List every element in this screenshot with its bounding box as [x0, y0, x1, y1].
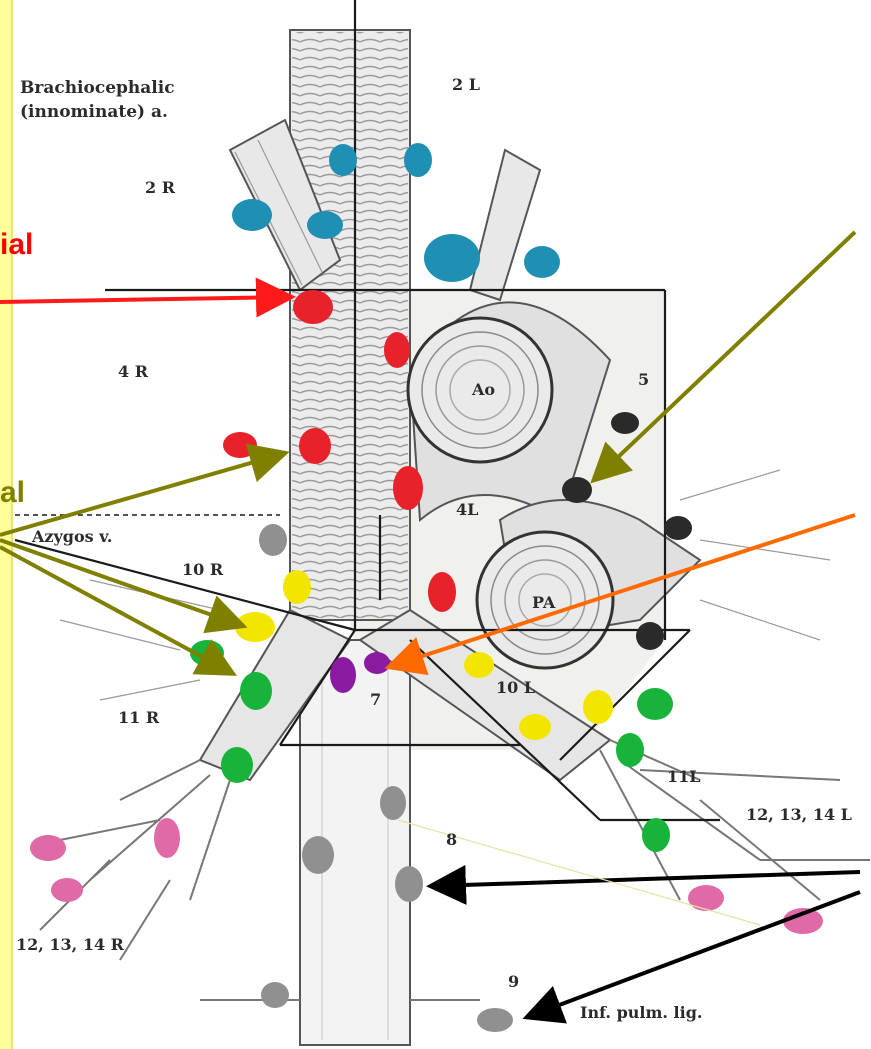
station-2L-label: 2 L — [452, 75, 480, 94]
station-10L-label: 10 L — [496, 678, 535, 697]
red-callout-text: ial — [0, 228, 33, 262]
azygos-node — [259, 524, 287, 556]
station-12-13-14L-label: 12, 13, 14 L — [746, 805, 852, 824]
station-4L-label: 4L — [456, 500, 478, 519]
station-10R-label: 10 R — [182, 560, 223, 579]
station-9-label: 9 — [508, 972, 519, 991]
azygos-label: Azygos v. — [32, 527, 113, 546]
inf-pulm-lig-label: Inf. pulm. lig. — [580, 1003, 702, 1022]
station-2R-label: 2 R — [145, 178, 175, 197]
red-arrow — [0, 297, 288, 302]
station-4R-label: 4 R — [118, 362, 148, 381]
station-7-label: 7 — [370, 690, 381, 709]
station-11R-label: 11 R — [118, 708, 159, 727]
station-8-label: 8 — [446, 830, 457, 849]
left-great-vessel — [470, 150, 540, 300]
station-11L-label: 11L — [667, 767, 701, 786]
aorta-label: Ao — [472, 380, 495, 399]
olive-callout-text: al — [0, 476, 25, 510]
black-arrows — [434, 872, 860, 1016]
pulmonary-artery-label: PA — [532, 593, 555, 612]
station-5-label: 5 — [638, 370, 649, 389]
brachiocephalic-label-line1: Brachiocephalic — [20, 78, 175, 98]
station-12-13-14R-label: 12, 13, 14 R — [16, 935, 124, 954]
brachiocephalic-label-line2: (innominate) a. — [20, 102, 168, 122]
right-bronchial-branches — [40, 760, 230, 960]
left-highlight-strip — [0, 0, 12, 1049]
